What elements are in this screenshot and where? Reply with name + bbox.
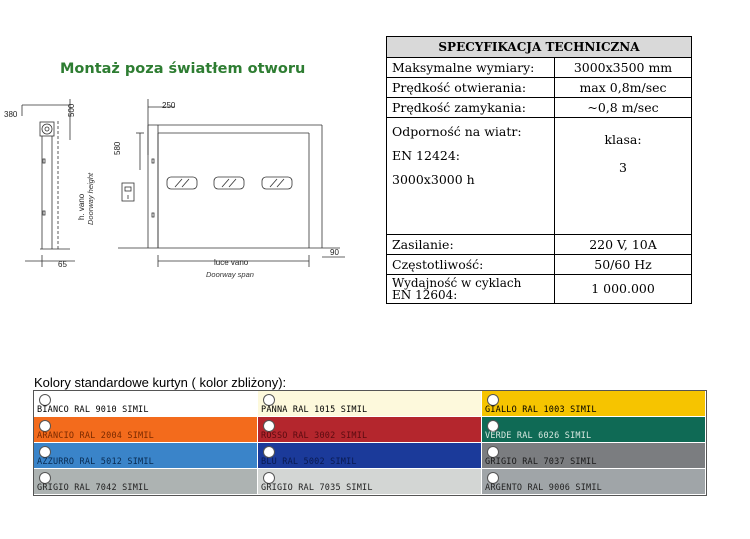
spec-value-wind: klasa: 3 bbox=[554, 117, 692, 235]
color-swatch-grid: BIANCO RAL 9010 SIMIL PANNA RAL 1015 SIMI… bbox=[33, 390, 707, 496]
color-swatch[interactable]: AZZURRO RAL 5012 SIMIL bbox=[34, 443, 258, 469]
luce-vano-label: luce vano bbox=[214, 258, 249, 267]
radio-icon[interactable] bbox=[39, 420, 51, 432]
color-swatch-label: PANNA RAL 1015 SIMIL bbox=[261, 405, 368, 415]
color-swatch[interactable]: VERDE RAL 6026 SIMIL bbox=[482, 417, 706, 443]
dim-380: 380 bbox=[4, 110, 18, 119]
spec-row: Częstotliwość: 50/60 Hz bbox=[386, 254, 692, 275]
dim-65: 65 bbox=[58, 260, 67, 269]
color-swatch[interactable]: GIALLO RAL 1003 SIMIL bbox=[482, 391, 706, 417]
spec-label: Prędkość zamykania: bbox=[386, 97, 555, 118]
dim-580: 580 bbox=[113, 141, 122, 155]
spec-label-cycles: Wydajność w cyklach EN 12604: bbox=[386, 274, 555, 304]
color-swatch[interactable]: GRIGIO RAL 7042 SIMIL bbox=[34, 469, 258, 495]
color-swatch-label: AZZURRO RAL 5012 SIMIL bbox=[37, 457, 154, 467]
spec-label: Zasilanie: bbox=[386, 234, 555, 255]
color-swatch[interactable]: GRIGIO RAL 7037 SIMIL bbox=[482, 443, 706, 469]
colors-title: Kolory standardowe kurtyn ( kolor zbliżo… bbox=[34, 375, 287, 390]
color-swatch[interactable]: BLU RAL 5002 SIMIL bbox=[258, 443, 482, 469]
color-swatch-label: GRIGIO RAL 7037 SIMIL bbox=[485, 457, 597, 467]
radio-icon[interactable] bbox=[487, 472, 499, 484]
dim-90: 90 bbox=[330, 248, 339, 257]
cycles-label-2: EN 12604: bbox=[392, 288, 458, 302]
color-swatch-label: ARANCIO RAL 2004 SIMIL bbox=[37, 431, 154, 441]
spec-value: ~0,8 m/sec bbox=[554, 97, 692, 118]
color-swatch-label: GRIGIO RAL 7042 SIMIL bbox=[37, 483, 149, 493]
radio-icon[interactable] bbox=[487, 394, 499, 406]
wind-label-1: Odporność na wiatr: bbox=[392, 124, 522, 139]
radio-icon[interactable] bbox=[263, 446, 275, 458]
color-swatch-label: BLU RAL 5002 SIMIL bbox=[261, 457, 357, 467]
spec-row: Prędkość otwierania: max 0,8m/sec bbox=[386, 77, 692, 98]
spec-row: Prędkość zamykania: ~0,8 m/sec bbox=[386, 97, 692, 118]
installation-drawing: 380 500 250 580 65 90 h. vano Doorway he… bbox=[4, 99, 345, 279]
spec-table: SPECYFIKACJA TECHNICZNA Maksymalne wymia… bbox=[386, 36, 692, 304]
spec-value: 3000x3500 mm bbox=[554, 57, 692, 78]
spec-row: Zasilanie: 220 V, 10A bbox=[386, 234, 692, 255]
color-swatch[interactable]: ARGENTO RAL 9006 SIMIL bbox=[482, 469, 706, 495]
cycles-label-1: Wydajność w cyklach bbox=[392, 276, 522, 290]
color-swatch-label: GRIGIO RAL 7035 SIMIL bbox=[261, 483, 373, 493]
dim-250: 250 bbox=[162, 101, 176, 110]
radio-icon[interactable] bbox=[263, 420, 275, 432]
color-swatch-label: ROSSO RAL 3002 SIMIL bbox=[261, 431, 368, 441]
radio-icon[interactable] bbox=[39, 472, 51, 484]
color-swatch-label: GIALLO RAL 1003 SIMIL bbox=[485, 405, 597, 415]
radio-icon[interactable] bbox=[487, 420, 499, 432]
spec-value: 50/60 Hz bbox=[554, 254, 692, 275]
radio-icon[interactable] bbox=[39, 446, 51, 458]
spec-row-wind: Odporność na wiatr: EN 12424: 3000x3000 … bbox=[386, 117, 692, 235]
spec-label: Maksymalne wymiary: bbox=[386, 57, 555, 78]
color-swatch[interactable]: BIANCO RAL 9010 SIMIL bbox=[34, 391, 258, 417]
color-swatch-label: BIANCO RAL 9010 SIMIL bbox=[37, 405, 149, 415]
spec-row: Maksymalne wymiary: 3000x3500 mm bbox=[386, 57, 692, 78]
spec-value: max 0,8m/sec bbox=[554, 77, 692, 98]
color-swatch-label: VERDE RAL 6026 SIMIL bbox=[485, 431, 592, 441]
radio-icon[interactable] bbox=[39, 394, 51, 406]
spec-label-wind: Odporność na wiatr: EN 12424: 3000x3000 … bbox=[386, 117, 555, 235]
color-swatch[interactable]: ROSSO RAL 3002 SIMIL bbox=[258, 417, 482, 443]
wind-value-1: klasa: bbox=[604, 132, 642, 147]
wind-value-2: 3 bbox=[619, 160, 627, 175]
color-swatch-label: ARGENTO RAL 9006 SIMIL bbox=[485, 483, 602, 493]
radio-icon[interactable] bbox=[263, 472, 275, 484]
spec-label: Częstotliwość: bbox=[386, 254, 555, 275]
wind-label-2: EN 12424: bbox=[392, 148, 461, 163]
h-vano-label: h. vano bbox=[77, 193, 86, 220]
spec-value: 220 V, 10A bbox=[554, 234, 692, 255]
mount-title: Montaż poza światłem otworu bbox=[60, 61, 306, 77]
spec-row: Wydajność w cyklach EN 12604: 1 000.000 bbox=[386, 274, 692, 304]
spec-value: 1 000.000 bbox=[554, 274, 692, 304]
radio-icon[interactable] bbox=[487, 446, 499, 458]
spec-label: Prędkość otwierania: bbox=[386, 77, 555, 98]
doorway-span-label: Doorway span bbox=[206, 270, 254, 279]
color-swatch[interactable]: ARANCIO RAL 2004 SIMIL bbox=[34, 417, 258, 443]
dim-500: 500 bbox=[67, 103, 76, 117]
spec-header: SPECYFIKACJA TECHNICZNA bbox=[386, 36, 692, 58]
wind-label-3: 3000x3000 h bbox=[392, 172, 475, 187]
color-swatch[interactable]: GRIGIO RAL 7035 SIMIL bbox=[258, 469, 482, 495]
color-swatch[interactable]: PANNA RAL 1015 SIMIL bbox=[258, 391, 482, 417]
radio-icon[interactable] bbox=[263, 394, 275, 406]
doorway-height-label: Doorway height bbox=[86, 172, 95, 225]
